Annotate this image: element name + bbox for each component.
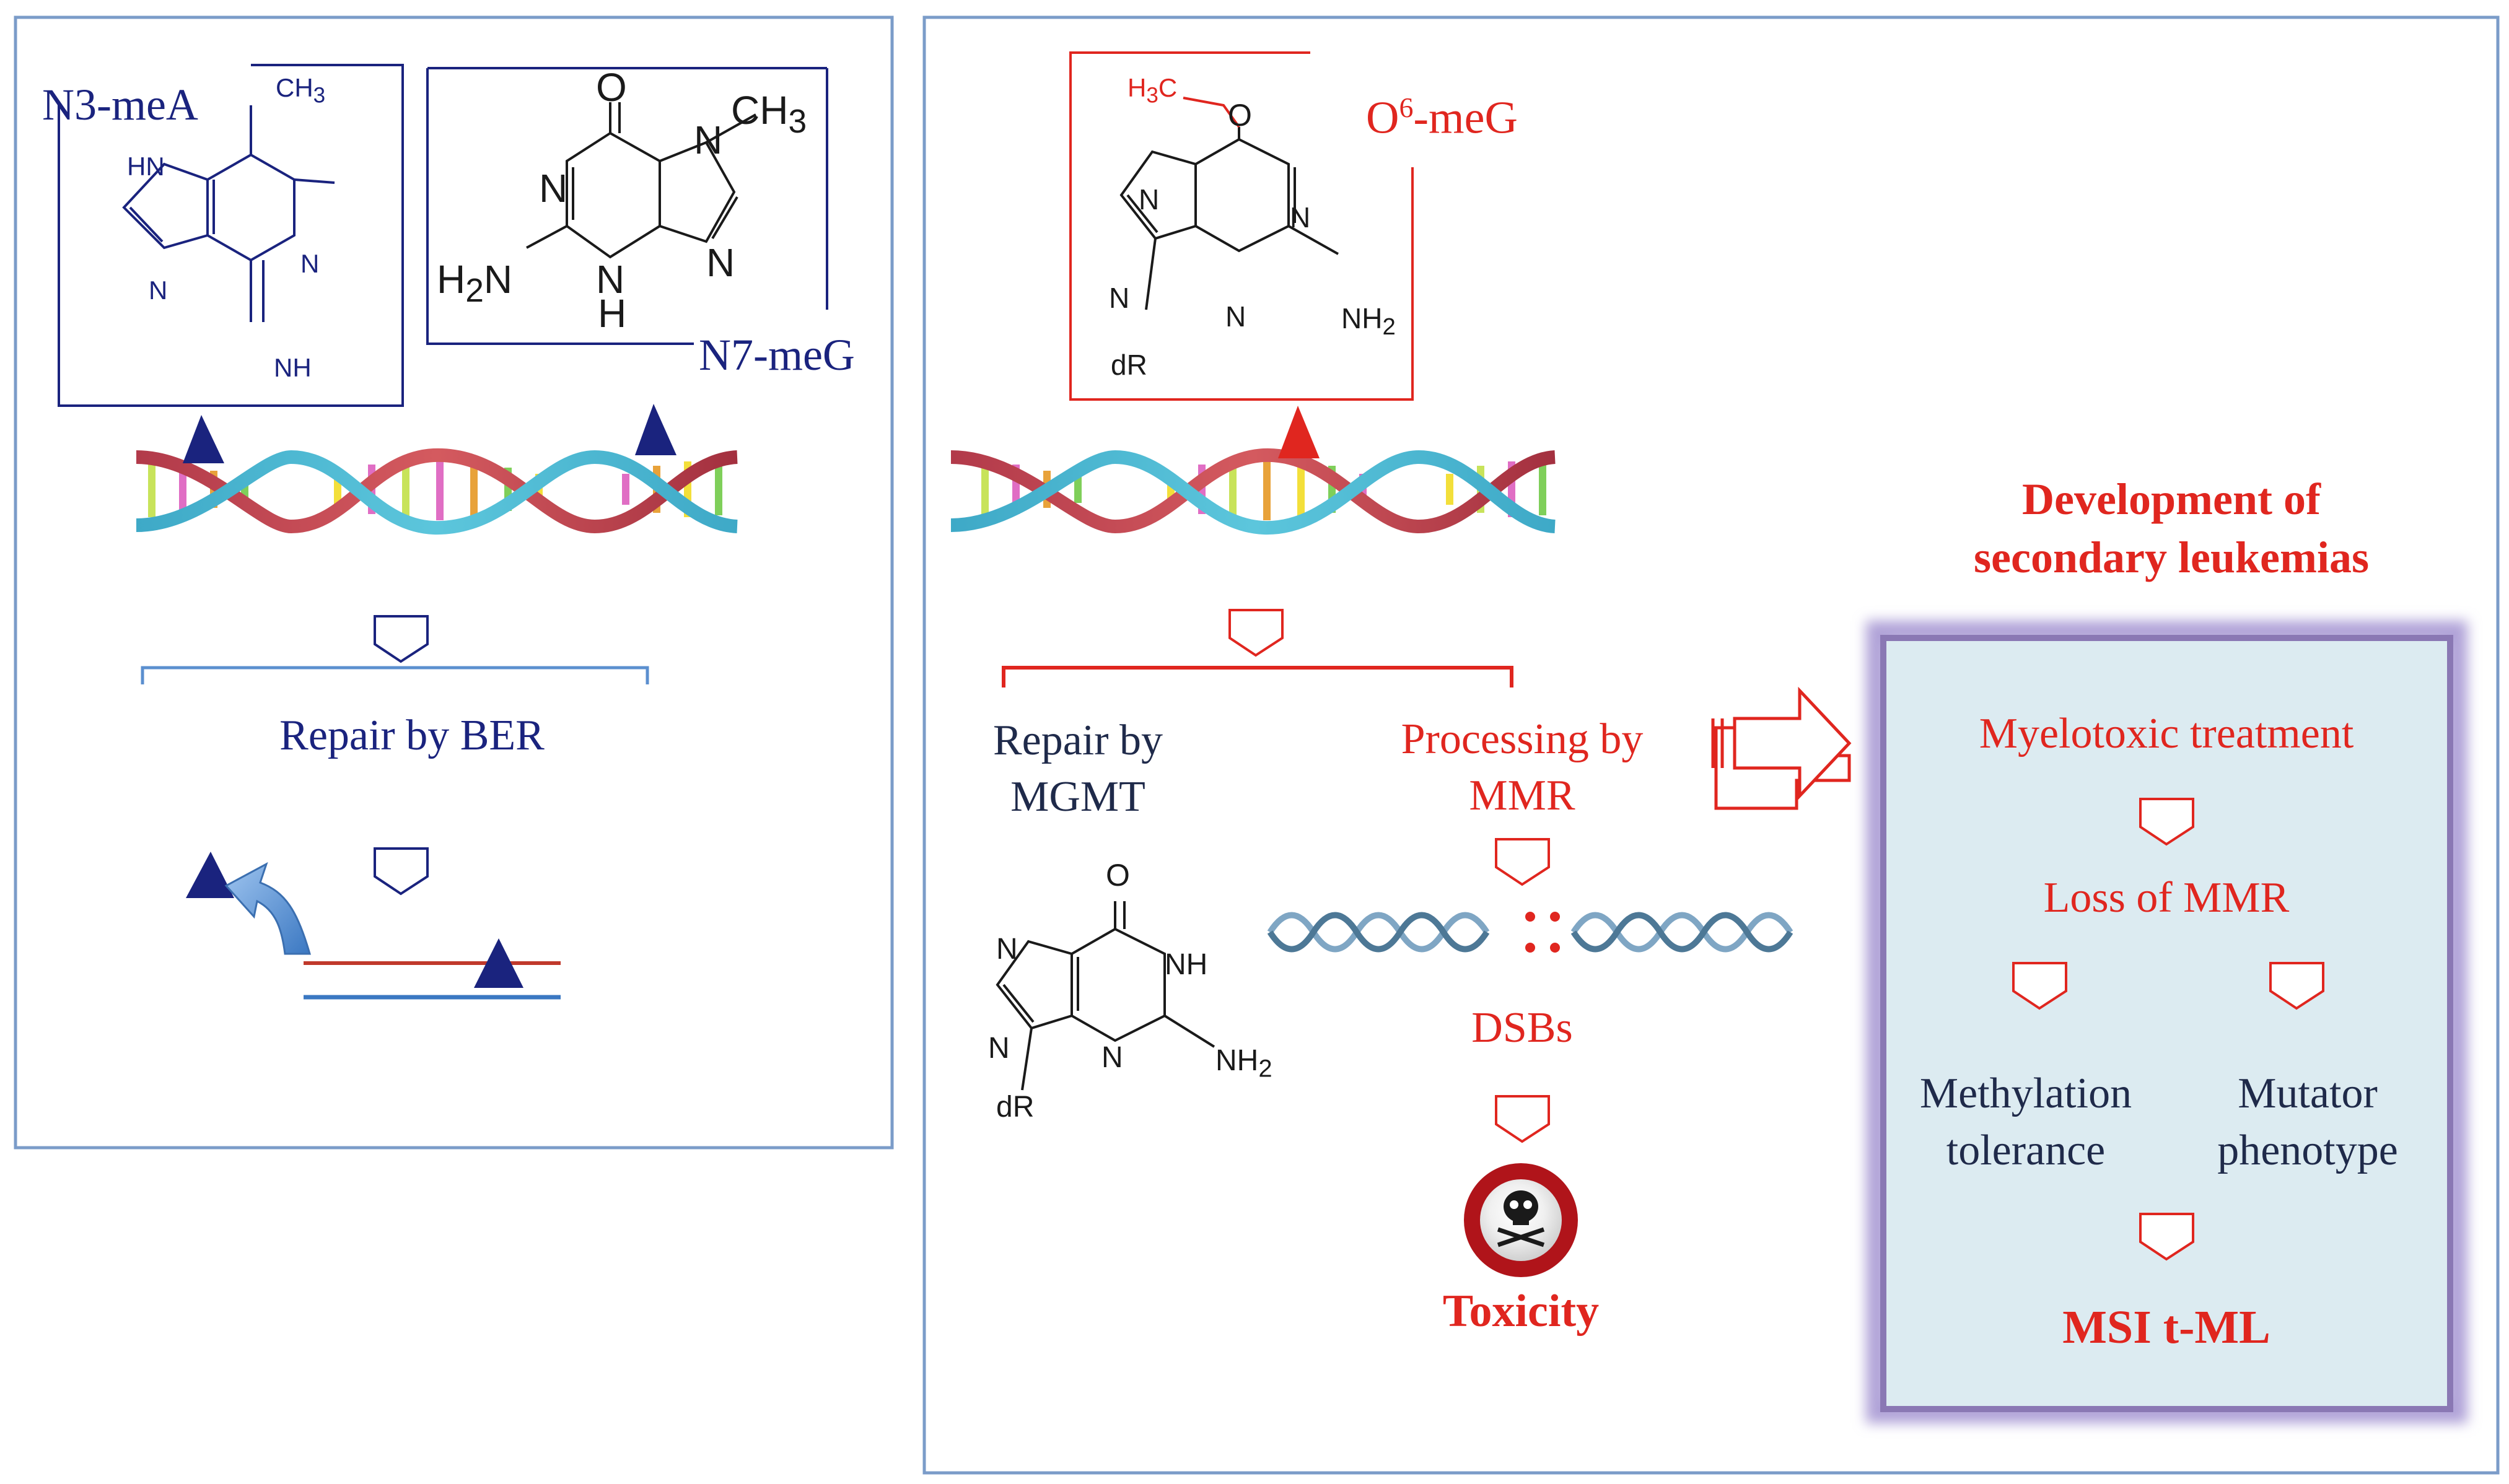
mmr-bracket bbox=[1002, 666, 1513, 687]
methylation-tolerance-line: Methylation bbox=[1919, 1070, 2132, 1117]
o6-nh2-atom: NH2 bbox=[1341, 302, 1396, 341]
o6-methyl-bond bbox=[1183, 97, 1240, 128]
arrow-marker-icon bbox=[2139, 1213, 2194, 1261]
guanine-structure bbox=[996, 901, 1215, 1091]
n7-n-atom: N bbox=[706, 240, 735, 285]
right-panel-border bbox=[922, 15, 2500, 1475]
curved-arrow-icon bbox=[224, 862, 311, 955]
n7-bracket bbox=[426, 68, 828, 345]
guanine-nh-atom: NH bbox=[1165, 948, 1208, 981]
o6-n-atom: N bbox=[1290, 201, 1311, 234]
methyl-triangle-icon bbox=[183, 415, 224, 463]
n3-hn-atom: HN bbox=[127, 152, 165, 181]
break-dots bbox=[1525, 912, 1560, 953]
msi-tml-label: MSI t-ML bbox=[2062, 1301, 2270, 1353]
arrow-marker-icon bbox=[374, 615, 429, 663]
skull-icon bbox=[1464, 1163, 1578, 1277]
dna-helix-right bbox=[950, 448, 1556, 535]
mutator-phenotype-line: Mutator bbox=[2238, 1070, 2378, 1117]
n7-h-atom: H bbox=[598, 291, 627, 336]
n7-meg-structure bbox=[526, 102, 756, 259]
guanine-dr-atom: dR bbox=[996, 1091, 1035, 1124]
n7-meg-label: N7-meG bbox=[699, 330, 855, 380]
n7-n-atom: N bbox=[694, 118, 723, 162]
o6-n-atom: N bbox=[1225, 300, 1246, 333]
processing-mmr-line: MMR bbox=[1469, 772, 1575, 819]
methyl-triangle-icon bbox=[474, 938, 523, 988]
arrow-marker-icon bbox=[2139, 798, 2194, 846]
block-arrow-main bbox=[1733, 686, 1852, 800]
n3-ch3-atom: CH3 bbox=[276, 73, 326, 108]
n3-mea-label: N3-meA bbox=[42, 80, 198, 129]
guanine-n-atom: N bbox=[996, 933, 1018, 966]
arrow-marker-icon bbox=[1495, 838, 1550, 886]
arrow-marker-icon bbox=[1228, 609, 1284, 657]
guanine-n-atom: N bbox=[1101, 1041, 1123, 1074]
n3-nh-atom: NH bbox=[274, 353, 312, 382]
guanine-o-atom: O bbox=[1106, 858, 1130, 893]
block-arrow-stripes bbox=[1711, 718, 1724, 768]
leukemia-box bbox=[1880, 635, 2453, 1412]
methyl-triangle-icon bbox=[635, 404, 677, 455]
n3-n-atom: N bbox=[300, 249, 320, 278]
repair-mgmt-label: Repair by MGMT bbox=[993, 712, 1163, 825]
dsbs-label: DSBs bbox=[1471, 1004, 1573, 1052]
n7-n-atom: N bbox=[596, 257, 625, 302]
repair-mgmt-line: Repair by bbox=[992, 717, 1163, 764]
o6-meg-structure bbox=[1119, 127, 1339, 310]
o6-bracket bbox=[1069, 51, 1414, 401]
guanine-n-atom: N bbox=[988, 1032, 1010, 1065]
methylation-tolerance-line: tolerance bbox=[1946, 1127, 2106, 1175]
n7-h2n-atom: H2N bbox=[437, 257, 513, 309]
leukemia-title-line: Development of bbox=[2022, 474, 2321, 524]
n7-ch3-atom: CH3 bbox=[731, 88, 807, 140]
repair-ber-label: Repair by BER bbox=[279, 712, 545, 759]
leukemia-title: Development of secondary leukemias bbox=[1974, 471, 2369, 587]
arrow-marker-icon bbox=[2012, 962, 2067, 1010]
processing-mmr-line: Processing by bbox=[1401, 715, 1644, 763]
o6-h3c-atom: H3C bbox=[1128, 73, 1178, 108]
leukemia-title-line: secondary leukemias bbox=[1974, 532, 2369, 582]
toxicity-label: Toxicity bbox=[1442, 1286, 1600, 1337]
n3-bracket bbox=[58, 64, 404, 407]
loss-of-mmr-label: Loss of MMR bbox=[2043, 874, 2290, 922]
n7-n-atom: N bbox=[539, 166, 568, 211]
dsb-helix bbox=[1267, 912, 1793, 953]
methyl-triangle-icon bbox=[186, 852, 234, 898]
mutator-phenotype-line: phenotype bbox=[2217, 1127, 2398, 1175]
o6-n-atom: N bbox=[1109, 282, 1130, 314]
myelotoxic-treatment-label: Myelotoxic treatment bbox=[1979, 710, 2354, 757]
ber-bracket bbox=[141, 666, 649, 684]
methyl-triangle-icon bbox=[1278, 406, 1320, 458]
n3-mea-structure bbox=[122, 105, 335, 322]
o6-n-atom: N bbox=[1139, 183, 1160, 216]
n7-o-atom: O bbox=[596, 65, 627, 110]
arrow-marker-icon bbox=[374, 847, 429, 896]
dna-helix-left bbox=[136, 448, 738, 535]
left-panel-border bbox=[14, 15, 894, 1150]
n3-n-atom: N bbox=[149, 276, 168, 305]
o6-o-atom: O bbox=[1228, 98, 1252, 133]
arrow-marker-icon bbox=[2269, 962, 2324, 1010]
o6-meg-label: O6-meG bbox=[1366, 92, 1518, 144]
methylation-tolerance-label: Methylation tolerance bbox=[1920, 1065, 2132, 1180]
repair-mgmt-line: MGMT bbox=[1010, 773, 1145, 821]
mutator-phenotype-label: Mutator phenotype bbox=[2217, 1065, 2398, 1180]
guanine-nh2-atom: NH2 bbox=[1215, 1044, 1272, 1083]
arrow-marker-icon bbox=[1495, 1095, 1550, 1143]
processing-mmr-label: Processing by MMR bbox=[1401, 711, 1644, 824]
o6-dr-atom: dR bbox=[1111, 349, 1147, 381]
